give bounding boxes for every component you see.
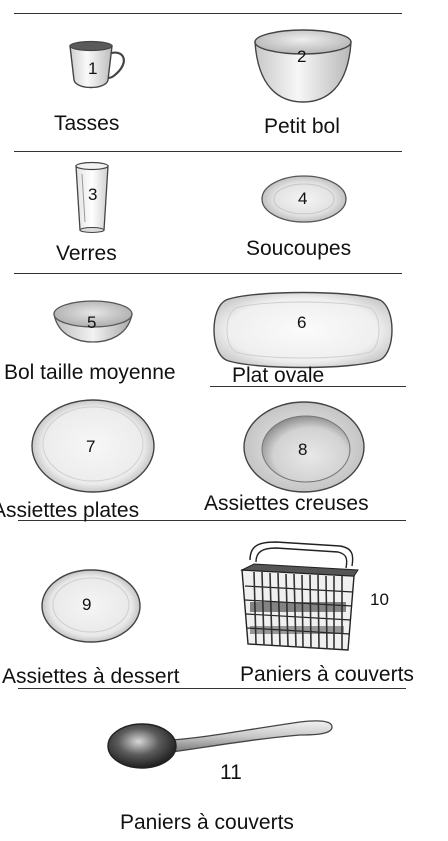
item-number: 5 bbox=[87, 313, 97, 332]
item-label: Assiettes à dessert bbox=[2, 665, 180, 688]
soup-plate-icon bbox=[243, 401, 365, 493]
item-label: Soucoupes bbox=[246, 237, 352, 260]
item-label: Bol taille moyenne bbox=[4, 361, 176, 384]
flat-plate-icon bbox=[31, 399, 155, 493]
dessert-plate-icon bbox=[41, 569, 141, 643]
oval-platter-icon bbox=[213, 291, 393, 369]
cutlery-basket-icon bbox=[240, 541, 359, 651]
medium-bowl-icon bbox=[53, 300, 133, 343]
item-label: Assiettes creuses bbox=[204, 492, 369, 515]
item-number: 9 bbox=[82, 595, 92, 614]
spoon-icon bbox=[107, 720, 333, 769]
item-number: 10 bbox=[370, 590, 389, 609]
item-label: Paniers à couverts bbox=[240, 663, 414, 686]
item-number: 3 bbox=[88, 185, 98, 204]
item-label: Verres bbox=[56, 242, 117, 265]
item-label: Paniers à couverts bbox=[120, 811, 294, 834]
saucer-icon bbox=[261, 175, 347, 223]
item-label: Petit bol bbox=[264, 115, 340, 138]
item-number: 2 bbox=[297, 47, 307, 66]
item-number: 11 bbox=[220, 761, 242, 784]
item-number: 8 bbox=[298, 440, 308, 459]
item-label: Assiettes plates bbox=[0, 499, 140, 522]
divider-row2 bbox=[14, 273, 402, 274]
glass-icon bbox=[75, 161, 109, 234]
divider-top bbox=[14, 13, 402, 14]
small-bowl-icon bbox=[254, 29, 352, 103]
item-label: Plat ovale bbox=[232, 364, 325, 387]
divider-row5 bbox=[18, 688, 406, 689]
item-number: 7 bbox=[86, 437, 96, 456]
divider-row3-right bbox=[210, 386, 406, 387]
item-number: 6 bbox=[297, 313, 307, 332]
item-number: 1 bbox=[88, 59, 98, 78]
item-number: 4 bbox=[298, 189, 308, 208]
divider-row1 bbox=[14, 151, 402, 152]
item-label: Tasses bbox=[54, 112, 120, 135]
divider-row4 bbox=[18, 520, 406, 521]
cup-icon bbox=[69, 40, 125, 89]
